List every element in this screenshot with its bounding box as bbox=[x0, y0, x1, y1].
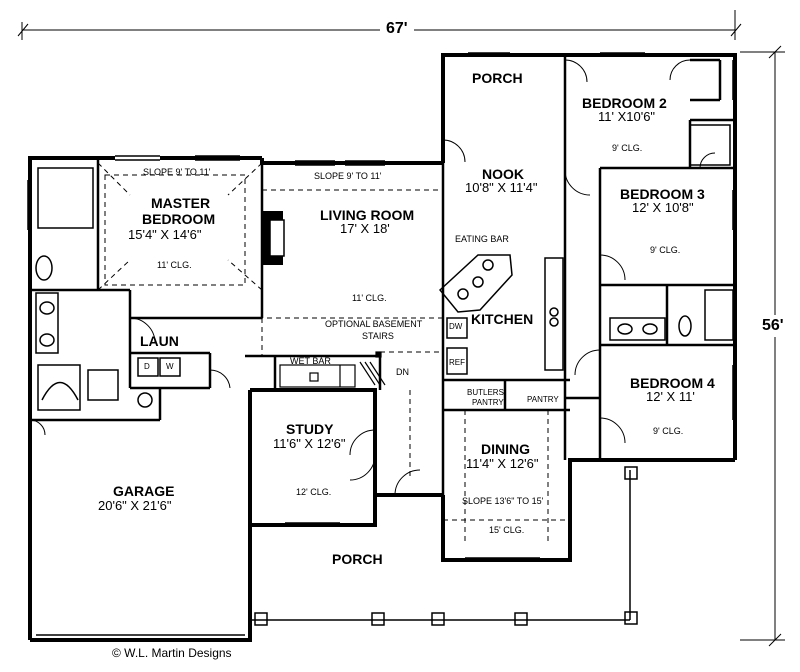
garage-size: 20'6" X 21'6" bbox=[98, 498, 172, 513]
bedroom4-name: BEDROOM 4 bbox=[630, 375, 715, 391]
optional-stairs-label-1: OPTIONAL BASEMENT bbox=[325, 319, 423, 329]
bedroom3-name: BEDROOM 3 bbox=[620, 186, 705, 202]
eating-bar-label: EATING BAR bbox=[455, 234, 509, 244]
nook-name: NOOK bbox=[482, 166, 524, 182]
dining-size: 11'4" X 12'6" bbox=[466, 456, 539, 471]
bedroom4-size: 12' X 11' bbox=[646, 389, 695, 404]
bedroom2-name: BEDROOM 2 bbox=[582, 95, 667, 111]
dining-slope-label: SLOPE 13'6" TO 15' bbox=[462, 496, 544, 506]
dryer-label: D bbox=[144, 362, 150, 371]
master-size: 15'4" X 14'6" bbox=[128, 227, 202, 242]
kitchen-island bbox=[438, 254, 564, 375]
bedroom2-size: 11' X10'6" bbox=[598, 109, 656, 124]
bedroom2-ceiling: 9' CLG. bbox=[612, 143, 643, 153]
interior-walls bbox=[30, 55, 735, 495]
overall-depth-label: 56' bbox=[762, 315, 784, 338]
laundry-name: LAUN bbox=[140, 333, 179, 349]
master-ceiling: 11' CLG. bbox=[157, 260, 192, 270]
copyright-label: © W.L. Martin Designs bbox=[112, 646, 232, 660]
width-dimension-line bbox=[17, 10, 742, 40]
overall-width-label: 67' bbox=[380, 20, 414, 39]
butlers-pantry-label-1: BUTLERS bbox=[467, 388, 504, 397]
porch-top-label: PORCH bbox=[472, 70, 523, 86]
porch-bottom-label: PORCH bbox=[332, 551, 383, 567]
master-slope-label: SLOPE 9' TO 11' bbox=[143, 167, 211, 177]
depth-dimension-line bbox=[740, 45, 785, 647]
washer-label: W bbox=[166, 362, 174, 371]
bedroom3-ceiling: 9' CLG. bbox=[650, 245, 681, 255]
stairs-down-label: DN bbox=[396, 367, 409, 377]
dining-ceiling: 15' CLG. bbox=[489, 525, 525, 535]
study-size: 11'6" X 12'6" bbox=[273, 436, 346, 451]
bedroom3-size: 12' X 10'8" bbox=[632, 200, 694, 215]
laundry-appliances bbox=[137, 357, 181, 377]
pantry-label: PANTRY bbox=[527, 395, 559, 404]
dishwasher-label: DW bbox=[449, 322, 463, 331]
optional-stairs-label-2: STAIRS bbox=[362, 331, 394, 341]
dining-name: DINING bbox=[481, 441, 530, 457]
living-slope-label: SLOPE 9' TO 11' bbox=[314, 171, 382, 181]
living-ceiling: 11' CLG. bbox=[352, 293, 387, 303]
door-swings bbox=[29, 59, 716, 496]
wet-bar-label: WET BAR bbox=[290, 356, 331, 366]
kitchen-name: KITCHEN bbox=[471, 311, 534, 327]
living-size: 17' X 18' bbox=[340, 221, 390, 236]
bedroom4-ceiling: 9' CLG. bbox=[653, 426, 684, 436]
ceiling-lines bbox=[97, 162, 570, 545]
master-name-2: BEDROOM bbox=[142, 211, 216, 227]
master-name-1: MASTER bbox=[151, 195, 211, 211]
garage-name: GARAGE bbox=[113, 483, 175, 499]
bath-fixtures bbox=[35, 124, 734, 411]
study-name: STUDY bbox=[286, 421, 334, 437]
windows bbox=[27, 52, 734, 559]
refrigerator-label: REF bbox=[449, 358, 465, 367]
butlers-pantry-label-2: PANTRY bbox=[472, 398, 504, 407]
nook-size: 10'8" X 11'4" bbox=[465, 180, 538, 195]
wet-bar-stairs bbox=[279, 351, 386, 388]
study-ceiling: 12' CLG. bbox=[296, 487, 332, 497]
living-name: LIVING ROOM bbox=[320, 207, 415, 223]
fireplace bbox=[261, 211, 285, 265]
porch-columns bbox=[250, 466, 638, 626]
